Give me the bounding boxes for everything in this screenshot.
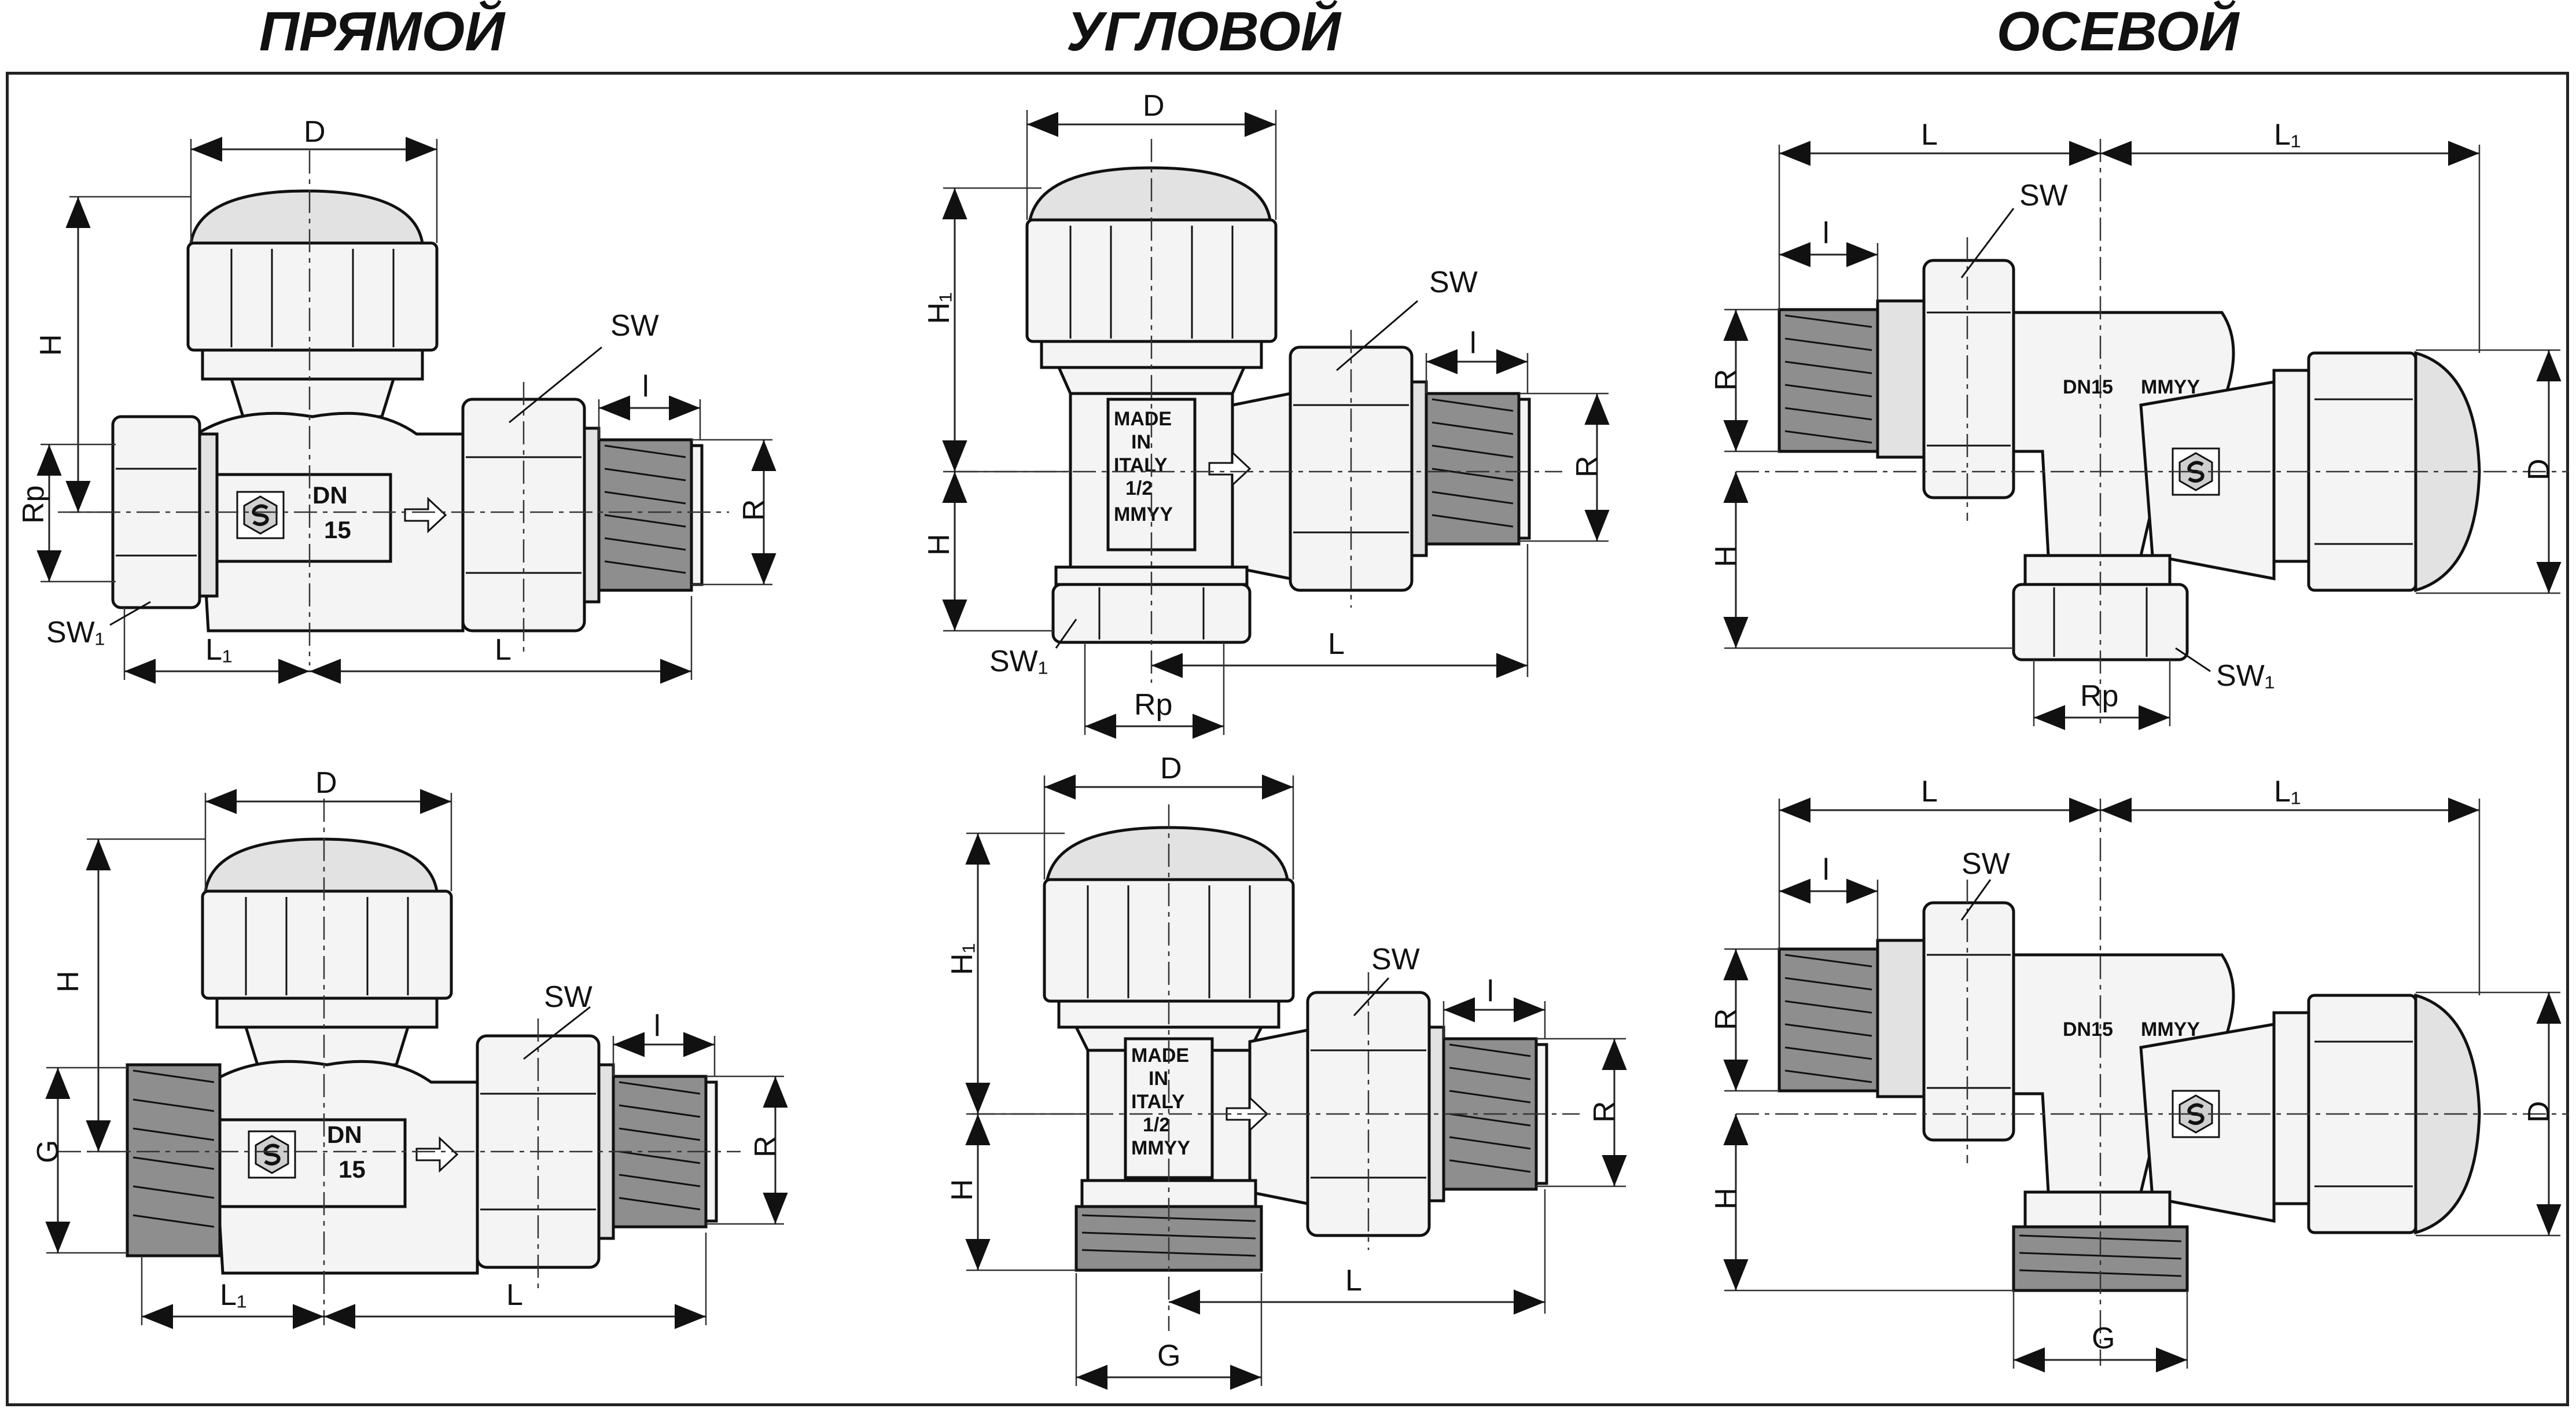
svg-text:L₁: L₁	[2274, 775, 2301, 808]
svg-text:l: l	[654, 1009, 661, 1043]
svg-text:L₁: L₁	[205, 633, 232, 667]
svg-text:L: L	[1345, 1264, 1362, 1297]
svg-text:L: L	[1328, 627, 1345, 661]
svg-text:MMYY: MMYY	[1114, 503, 1173, 525]
svg-text:IN: IN	[1131, 431, 1151, 453]
svg-text:R: R	[1709, 369, 1743, 391]
svg-text:SW: SW	[544, 980, 593, 1014]
svg-text:L₁: L₁	[220, 1278, 246, 1312]
svg-text:l: l	[1823, 853, 1830, 887]
drawing-frame	[6, 72, 2569, 1406]
svg-text:H: H	[1709, 1187, 1743, 1209]
svg-text:SW₁: SW₁	[2216, 659, 2275, 693]
svg-text:MMYY: MMYY	[2141, 1018, 2200, 1040]
svg-text:ITALY: ITALY	[1131, 1091, 1185, 1113]
svg-text:D: D	[2522, 1101, 2556, 1123]
valve-angle-g: MADE IN ITALY 1/2 MMYY D H₁ H R l	[945, 752, 1627, 1390]
svg-text:l: l	[1487, 975, 1494, 1008]
svg-text:G: G	[2092, 1322, 2115, 1355]
svg-text:SW: SW	[2019, 179, 2068, 212]
svg-text:R: R	[1570, 455, 1604, 477]
svg-text:ITALY: ITALY	[1114, 454, 1168, 476]
svg-text:R: R	[1588, 1101, 1621, 1123]
s-logo-icon	[237, 492, 284, 538]
svg-text:l: l	[642, 370, 649, 403]
svg-text:SW: SW	[1962, 847, 2010, 881]
svg-text:l: l	[1823, 216, 1830, 250]
svg-text:H: H	[945, 1179, 979, 1201]
column-title-straight: ПРЯМОЙ	[259, 1, 505, 62]
svg-text:15: 15	[324, 516, 351, 543]
svg-text:L: L	[506, 1278, 523, 1312]
svg-text:D: D	[304, 115, 326, 149]
svg-text:D: D	[1143, 89, 1165, 123]
svg-text:1/2: 1/2	[1143, 1114, 1170, 1136]
svg-text:SW₁: SW₁	[46, 616, 105, 649]
svg-text:l: l	[1470, 326, 1477, 360]
valve-straight-rp: DN 15 D H Rp R l L₁ L SW SW₁	[17, 115, 777, 684]
valve-angle-rp: MADE IN ITALY 1/2 MMYY D H₁ H R l	[922, 89, 1610, 739]
svg-text:DN: DN	[327, 1121, 362, 1148]
flow-arrow-icon	[404, 497, 447, 534]
column-title-angle: УГЛОВОЙ	[1066, 1, 1341, 62]
svg-text:H: H	[922, 534, 956, 556]
svg-text:IN: IN	[1149, 1068, 1168, 1090]
svg-text:L: L	[1921, 775, 1938, 808]
svg-text:H: H	[1709, 545, 1743, 567]
svg-text:MMYY: MMYY	[2141, 376, 2200, 398]
svg-text:D: D	[1160, 752, 1182, 785]
svg-text:SW₁: SW₁	[989, 645, 1048, 678]
svg-text:D: D	[315, 766, 337, 800]
svg-text:MADE: MADE	[1114, 408, 1172, 430]
svg-text:R: R	[1709, 1008, 1743, 1030]
svg-text:R: R	[737, 499, 771, 521]
svg-text:1/2: 1/2	[1125, 477, 1153, 499]
valve-axial-g: DN15 MMYY L L₁ l R H D G SW	[1709, 775, 2569, 1373]
svg-text:H₁: H₁	[945, 943, 979, 975]
svg-text:G: G	[31, 1140, 65, 1163]
svg-text:15: 15	[338, 1156, 366, 1183]
svg-text:D: D	[2522, 458, 2556, 480]
svg-text:DN15: DN15	[2063, 1018, 2113, 1040]
svg-text:R: R	[749, 1135, 782, 1157]
svg-text:H: H	[51, 970, 85, 992]
svg-text:G: G	[1157, 1339, 1180, 1373]
column-title-axial: ОСЕВОЙ	[1996, 1, 2239, 62]
svg-text:DN15: DN15	[2063, 376, 2113, 398]
svg-text:L₁: L₁	[2274, 118, 2301, 152]
svg-text:H₁: H₁	[922, 292, 956, 324]
svg-text:DN: DN	[312, 481, 348, 509]
svg-text:Rp: Rp	[1134, 688, 1172, 722]
svg-text:L: L	[1921, 118, 1938, 152]
svg-text:Rp: Rp	[2080, 679, 2118, 713]
svg-text:H: H	[34, 334, 68, 356]
svg-text:MADE: MADE	[1131, 1045, 1189, 1067]
svg-text:L: L	[495, 633, 511, 667]
svg-text:SW: SW	[1429, 266, 1478, 299]
svg-text:MMYY: MMYY	[1131, 1137, 1190, 1159]
svg-text:SW: SW	[1371, 943, 1420, 976]
valve-axial-rp: DN15 MMYY L L₁ l R H D Rp SW	[1709, 118, 2569, 730]
svg-text:SW: SW	[610, 309, 659, 343]
svg-text:Rp: Rp	[17, 486, 50, 524]
valve-straight-g: DN 15 D H G R l L₁ L SW	[31, 766, 788, 1329]
